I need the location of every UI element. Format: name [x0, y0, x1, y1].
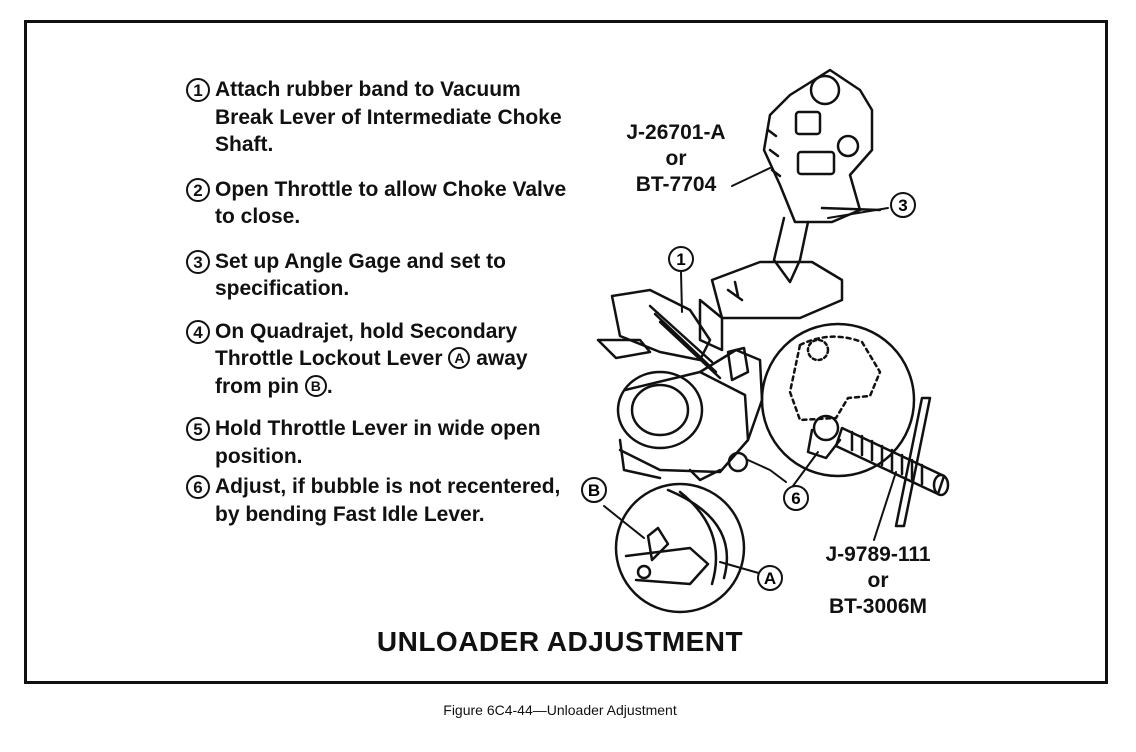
callout-b: B	[581, 477, 607, 503]
step-5: 5 Hold Throttle Lever in wide open posit…	[186, 415, 576, 470]
step-text-part: .	[326, 374, 333, 398]
step-text: On Quadrajet, hold Secondary Throttle Lo…	[215, 318, 576, 401]
tool-part-number: J-9789-111	[825, 543, 931, 566]
svg-text:1: 1	[676, 250, 685, 269]
svg-text:A: A	[764, 569, 776, 588]
step-text: Set up Angle Gage and set to specificati…	[215, 249, 506, 301]
step-text-part: away from pin	[215, 347, 528, 398]
tool-label-upper: J-26701-A or BT-7704	[606, 120, 746, 198]
step-number: 5	[186, 417, 210, 441]
tool-label-lower: J-9789-111 or BT-3006M	[808, 542, 948, 620]
callout-a: A	[757, 565, 783, 591]
figure-caption: Figure 6C4-44—Unloader Adjustment	[443, 702, 677, 718]
step-number: 1	[186, 78, 210, 102]
callout-3: 3	[890, 192, 916, 218]
step-2: 2 Open Throttle to allow Choke Valve to …	[186, 176, 576, 231]
angle-gage-drawing	[762, 68, 882, 284]
figure-frame	[24, 20, 1108, 684]
step-1: 1 Attach rubber band to Vacuum Break Lev…	[186, 76, 576, 159]
step-number: 3	[186, 249, 210, 274]
step-text: Hold Throttle Lever in wide open positio…	[215, 417, 541, 468]
figure-title: UNLOADER ADJUSTMENT	[376, 626, 744, 657]
step-3: 3 Set up Angle Gage and set to specifica…	[186, 248, 576, 303]
marker-a: A	[448, 347, 471, 369]
step-number: 4	[186, 319, 210, 344]
svg-text:B: B	[588, 481, 600, 500]
callout-6: 6	[783, 485, 809, 511]
bending-tool-drawing	[834, 396, 950, 528]
tool-or: or	[665, 147, 687, 170]
svg-text:3: 3	[898, 196, 907, 215]
tool-or: or	[867, 569, 889, 592]
step-text: Adjust, if bubble is not recentered, by …	[215, 475, 561, 526]
step-number: 6	[186, 475, 210, 499]
svg-text:6: 6	[791, 489, 800, 508]
carburetor-drawing	[596, 260, 844, 482]
step-text: Attach rubber band to Vacuum Break Lever…	[215, 78, 562, 156]
step-6: 6 Adjust, if bubble is not recentered, b…	[186, 473, 576, 528]
callout-1: 1	[668, 246, 694, 272]
step-text: Open Throttle to allow Choke Valve to cl…	[215, 177, 567, 229]
marker-b: B	[304, 374, 327, 397]
leader-lines	[603, 167, 897, 575]
instruction-steps: 1 Attach rubber band to Vacuum Break Lev…	[186, 76, 576, 528]
step-number: 2	[186, 177, 210, 202]
step-4: 4 On Quadrajet, hold Secondary Throttle …	[186, 318, 576, 401]
detail-view-pin	[614, 482, 746, 614]
tool-part-number: BT-7704	[635, 173, 717, 196]
tool-part-number: J-26701-A	[626, 121, 726, 144]
step-text-part: On Quadrajet, hold Secondary Throttle Lo…	[215, 319, 518, 371]
tool-part-number: BT-3006M	[828, 595, 928, 618]
